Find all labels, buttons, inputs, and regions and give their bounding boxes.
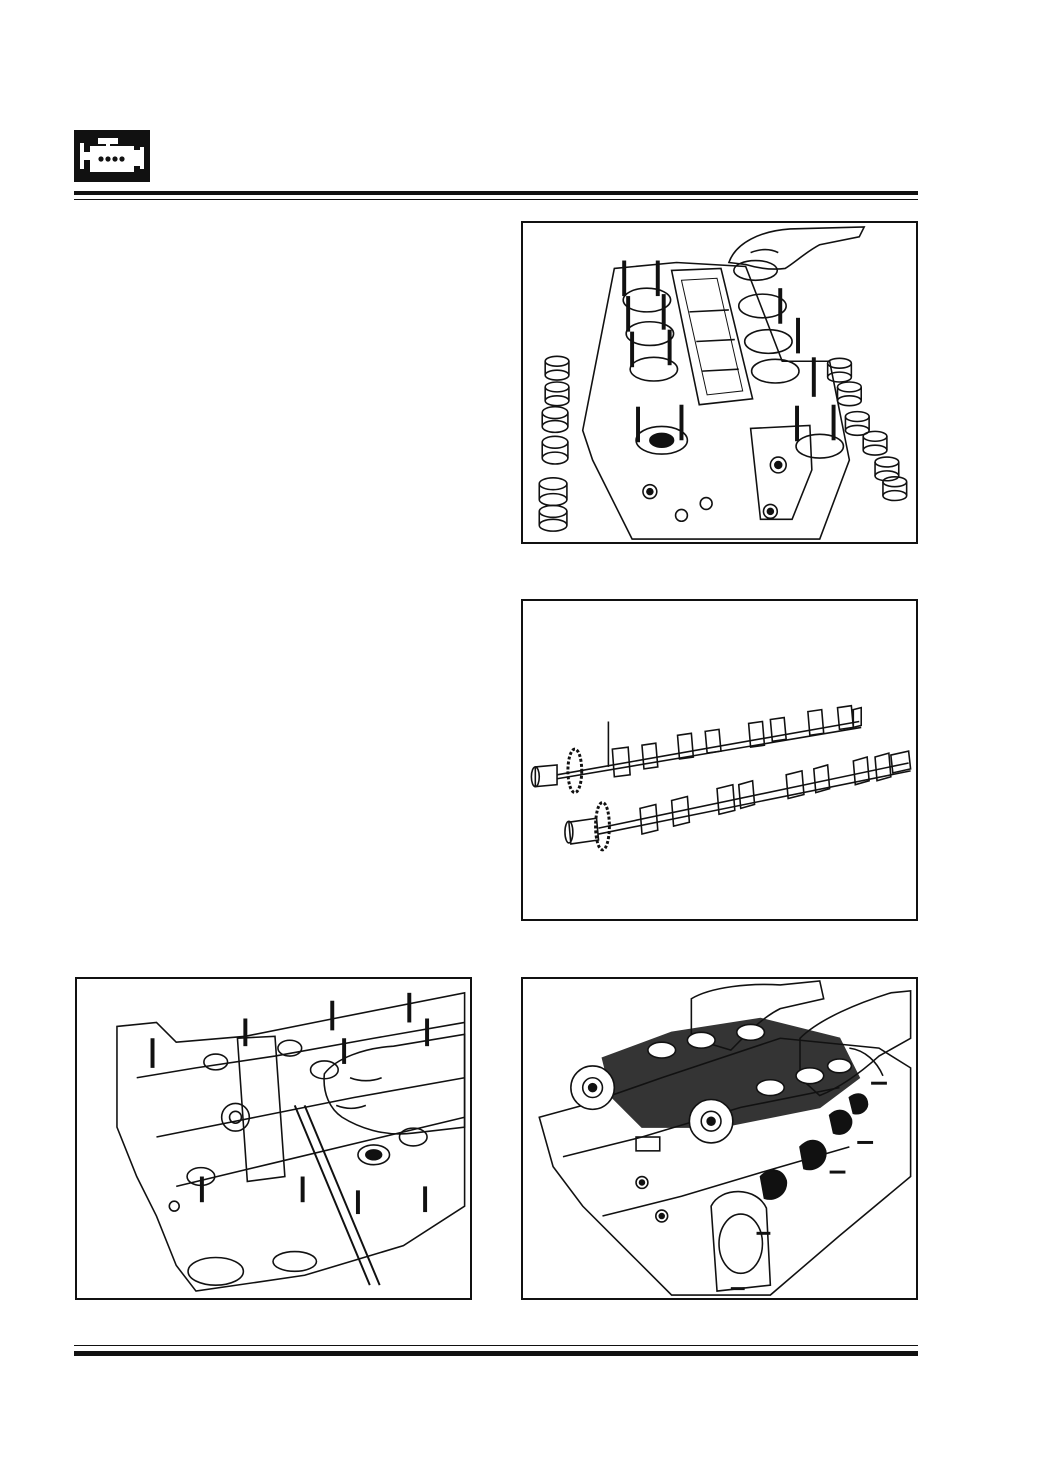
camshaft-installation-illustration: [538, 980, 912, 1296]
header-rule-thin: [74, 199, 918, 200]
footer-rule-thin: [74, 1345, 918, 1346]
header-rule-thick: [74, 191, 918, 195]
camshaft-pair-illustration: [530, 704, 912, 852]
cylinder-head-tool-illustration: [116, 991, 466, 1292]
figure-camshaft-install: [521, 977, 918, 1300]
engine-icon: [74, 130, 150, 182]
camshaft-carrier-removal-illustration: [538, 226, 908, 540]
footer-rule-thick: [74, 1351, 918, 1356]
figure-camshaft-carriers: [521, 221, 918, 544]
figure-sealing-tool: [75, 977, 472, 1300]
figure-camshafts: [521, 599, 918, 921]
